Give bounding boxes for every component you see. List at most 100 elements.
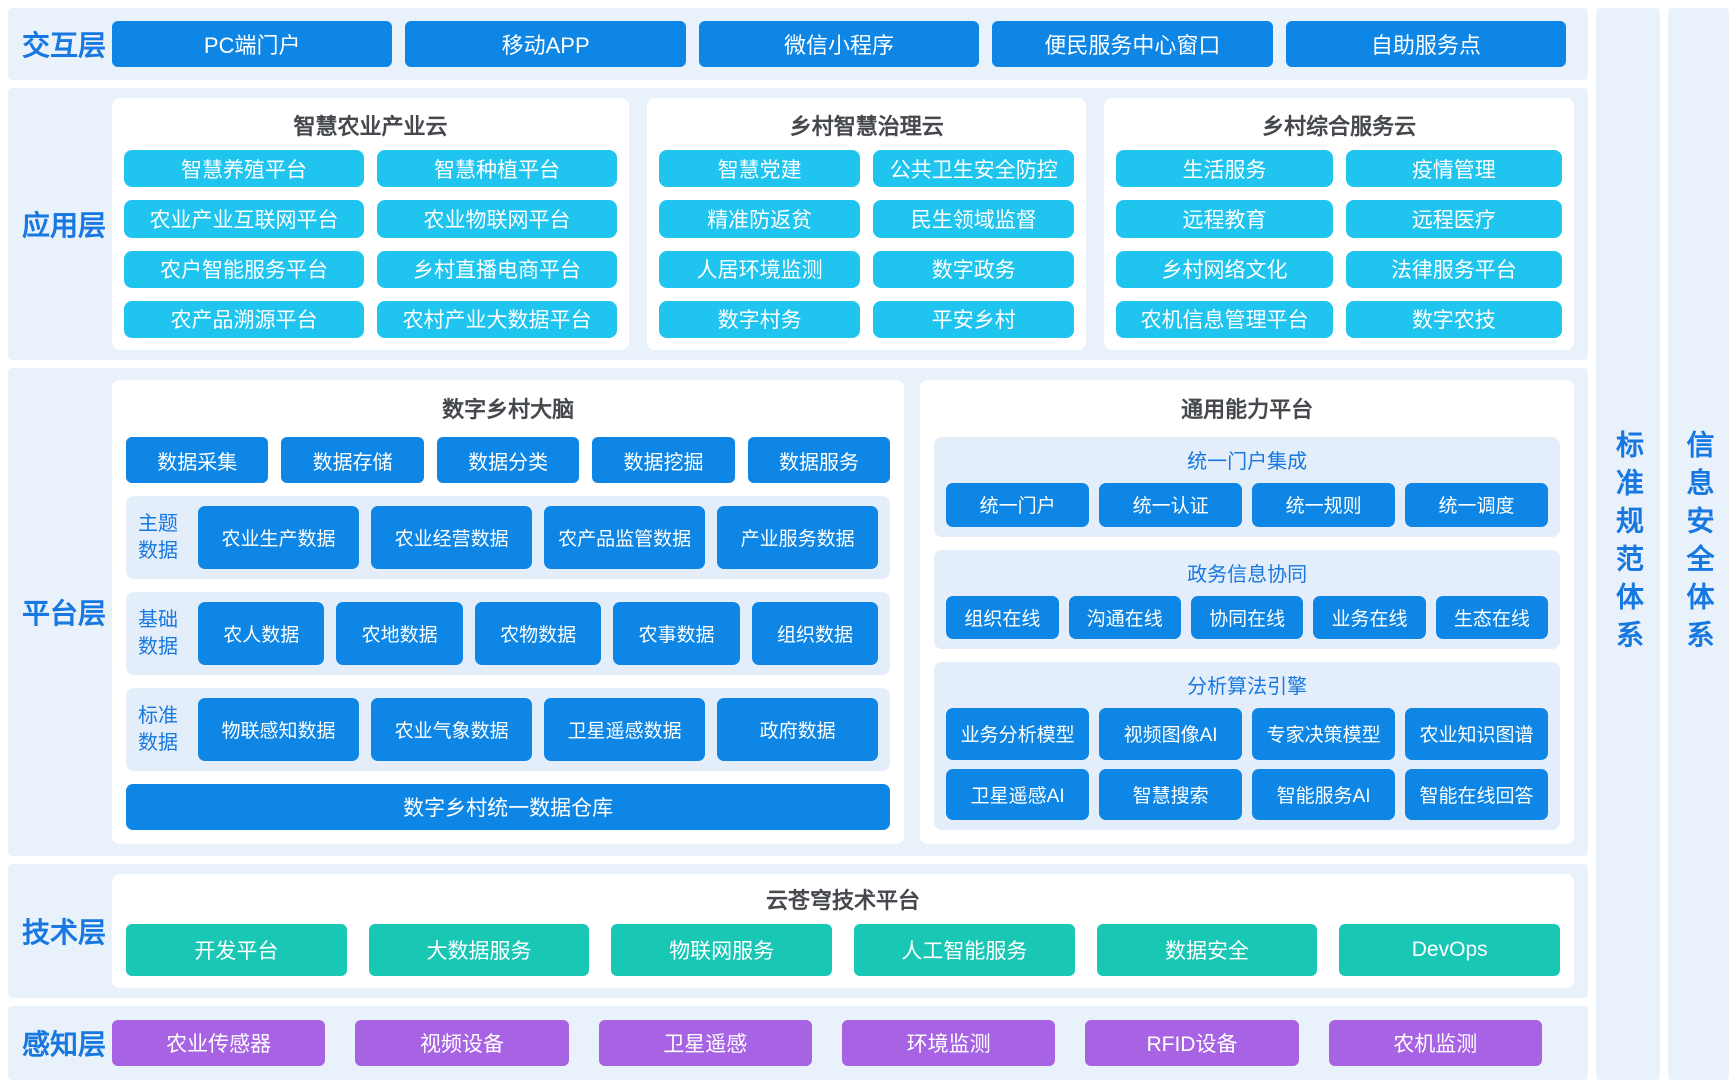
capability-item-box: 专家决策模型: [1252, 708, 1396, 760]
gov-info-panel: 政务信息协同 组织在线沟通在线协同在线业务在线生态在线: [934, 549, 1560, 650]
platform-layer-label: 平台层: [22, 598, 107, 629]
capability-group-title: 统一门户集成: [1187, 451, 1308, 473]
cloud-item-box: 法律服务平台: [1345, 250, 1562, 288]
perception-item-box: 农业传感器: [112, 1020, 326, 1066]
platform-layer-band: 平台层 数字乡村大脑 数据采集数据存储数据分类数据挖掘数据服务 主题数据 农业生…: [8, 368, 1588, 856]
cloud-card-governance: 乡村智慧治理云 智慧党建公共卫生安全防控精准防返贫民生领域监督人居环境监测数字政…: [647, 98, 1087, 350]
cloud-item-box: 公共卫生安全防控: [873, 150, 1075, 188]
capability-item-box: 沟通在线: [1068, 595, 1181, 640]
capability-item-box: 统一门户: [946, 483, 1090, 527]
application-layer-band: 应用层 智慧农业产业云 智慧养殖平台智慧种植平台农业产业互联网平台农业物联网平台…: [8, 88, 1588, 360]
cloud-items-grid: 生活服务疫情管理远程教育远程医疗乡村网络文化法律服务平台农机信息管理平台数字农技: [1116, 150, 1562, 338]
capability-item-box: 统一调度: [1405, 483, 1549, 527]
cloud-item-box: 农业物联网平台: [377, 200, 618, 238]
cloud-item-box: 远程教育: [1116, 200, 1333, 238]
data-group-label: 基础数据: [138, 608, 178, 658]
cloud-title: 乡村综合服务云: [1262, 114, 1417, 139]
capability-item-box: 统一规则: [1252, 483, 1396, 527]
capability-title: 通用能力平台: [1181, 397, 1314, 422]
perception-item-box: RFID设备: [1085, 1020, 1299, 1066]
data-item-box: 农地数据: [336, 602, 463, 665]
data-process-box: 数据分类: [436, 437, 580, 483]
perception-item-box: 环境监测: [841, 1020, 1056, 1066]
data-group-items: 农人数据农地数据农物数据农事数据组织数据: [198, 600, 879, 667]
interaction-item-box: 微信小程序: [698, 21, 980, 67]
interaction-item-box: PC端门户: [112, 21, 393, 67]
perception-item-box: 视频设备: [355, 1020, 569, 1066]
tech-item-box: DevOps: [1339, 924, 1561, 976]
cloud-items-grid: 智慧党建公共卫生安全防控精准防返贫民生领域监督人居环境监测数字政务数字村务平安乡…: [659, 150, 1075, 338]
cloud-card-services: 乡村综合服务云 生活服务疫情管理远程教育远程医疗乡村网络文化法律服务平台农机信息…: [1104, 98, 1574, 350]
cloud-item-box: 智慧种植平台: [377, 150, 618, 188]
cloud-item-box: 乡村网络文化: [1116, 250, 1333, 288]
capability-item-box: 视频图像AI: [1099, 708, 1243, 760]
data-process-box: 数据挖掘: [592, 437, 735, 483]
perception-item-box: 卫星遥感: [598, 1020, 812, 1066]
tech-platform-title: 云苍穹技术平台: [765, 888, 920, 913]
data-process-box: 数据存储: [281, 437, 424, 483]
cloud-item-box: 民生领域监督: [873, 200, 1075, 238]
cloud-card-agriculture: 智慧农业产业云 智慧养殖平台智慧种植平台农业产业互联网平台农业物联网平台农户智能…: [112, 98, 630, 350]
tech-item-box: 开发平台: [126, 924, 347, 976]
data-group-items: 农业生产数据农业经营数据农产品监管数据产业服务数据: [198, 504, 879, 571]
cloud-item-box: 人居环境监测: [659, 250, 861, 288]
cloud-item-box: 农户智能服务平台: [124, 250, 365, 288]
cloud-item-box: 疫情管理: [1345, 150, 1562, 188]
data-item-box: 农产品监管数据: [544, 506, 706, 569]
capability-item-box: 生态在线: [1435, 595, 1549, 640]
standard-data-group: 标准数据 物联感知数据农业气象数据卫星遥感数据政府数据: [126, 688, 891, 771]
data-item-box: 组织数据: [751, 602, 879, 665]
cloud-title: 乡村智慧治理云: [789, 114, 944, 139]
data-group-label: 标准数据: [138, 704, 178, 754]
cloud-item-box: 生活服务: [1116, 150, 1333, 188]
interaction-item-box: 便民服务中心窗口: [992, 21, 1273, 67]
data-item-box: 政府数据: [717, 698, 879, 761]
cloud-item-box: 智慧养殖平台: [124, 150, 365, 188]
data-group-items: 物联感知数据农业气象数据卫星遥感数据政府数据: [198, 696, 879, 763]
capability-item-box: 智慧搜索: [1099, 768, 1243, 821]
data-item-box: 农业经营数据: [371, 506, 533, 569]
data-item-box: 农物数据: [474, 602, 602, 665]
interaction-item-box: 自助服务点: [1285, 21, 1567, 67]
theme-data-group: 主题数据 农业生产数据农业经营数据农产品监管数据产业服务数据: [126, 496, 891, 579]
standards-system-bar: 标准规范体系: [1596, 8, 1660, 1080]
cloud-item-box: 数字村务: [659, 300, 861, 338]
brain-title: 数字乡村大脑: [442, 397, 575, 422]
interaction-item-box: 移动APP: [405, 21, 686, 67]
common-capability-card: 通用能力平台 统一门户集成 统一门户统一认证统一规则统一调度 政务信息协同 组织…: [920, 380, 1574, 844]
data-process-row: 数据采集数据存储数据分类数据挖掘数据服务: [126, 437, 891, 483]
data-item-box: 农事数据: [613, 602, 740, 665]
cloud-items-grid: 智慧养殖平台智慧种植平台农业产业互联网平台农业物联网平台农户智能服务平台乡村直播…: [124, 150, 618, 338]
standards-system-label: 标准规范体系: [1613, 430, 1644, 658]
cloud-item-box: 远程医疗: [1345, 200, 1562, 238]
cloud-item-box: 数字农技: [1345, 300, 1562, 338]
capability-group-title: 分析算法引擎: [1187, 676, 1308, 699]
data-process-box: 数据采集: [126, 437, 269, 483]
application-clouds: 智慧农业产业云 智慧养殖平台智慧种植平台农业产业互联网平台农业物联网平台农户智能…: [112, 88, 1588, 360]
capability-item-box: 协同在线: [1190, 595, 1304, 640]
cloud-title: 智慧农业产业云: [293, 114, 448, 139]
capability-item-box: 业务在线: [1313, 595, 1426, 640]
data-item-box: 产业服务数据: [717, 506, 879, 569]
capability-row: 统一门户统一认证统一规则统一调度: [946, 483, 1549, 527]
data-item-box: 卫星遥感数据: [544, 698, 706, 761]
cloud-item-box: 精准防返贫: [659, 200, 861, 238]
interaction-items-row: PC端门户移动APP 微信小程序便民服务中心窗口自助服务点: [112, 8, 1588, 80]
cloud-item-box: 农业产业互联网平台: [124, 200, 365, 238]
capability-item-box: 智能在线回答: [1405, 768, 1549, 821]
data-item-box: 物联感知数据: [198, 698, 360, 761]
data-group-label: 主题数据: [138, 512, 178, 562]
unified-data-warehouse-bar: 数字乡村统一数据仓库: [126, 784, 891, 830]
capability-item-box: 统一认证: [1099, 483, 1243, 527]
perception-layer-label: 感知层: [22, 1029, 107, 1060]
capability-group-title: 政务信息协同: [1187, 563, 1308, 586]
capability-row: 组织在线沟通在线协同在线业务在线生态在线: [946, 595, 1549, 640]
